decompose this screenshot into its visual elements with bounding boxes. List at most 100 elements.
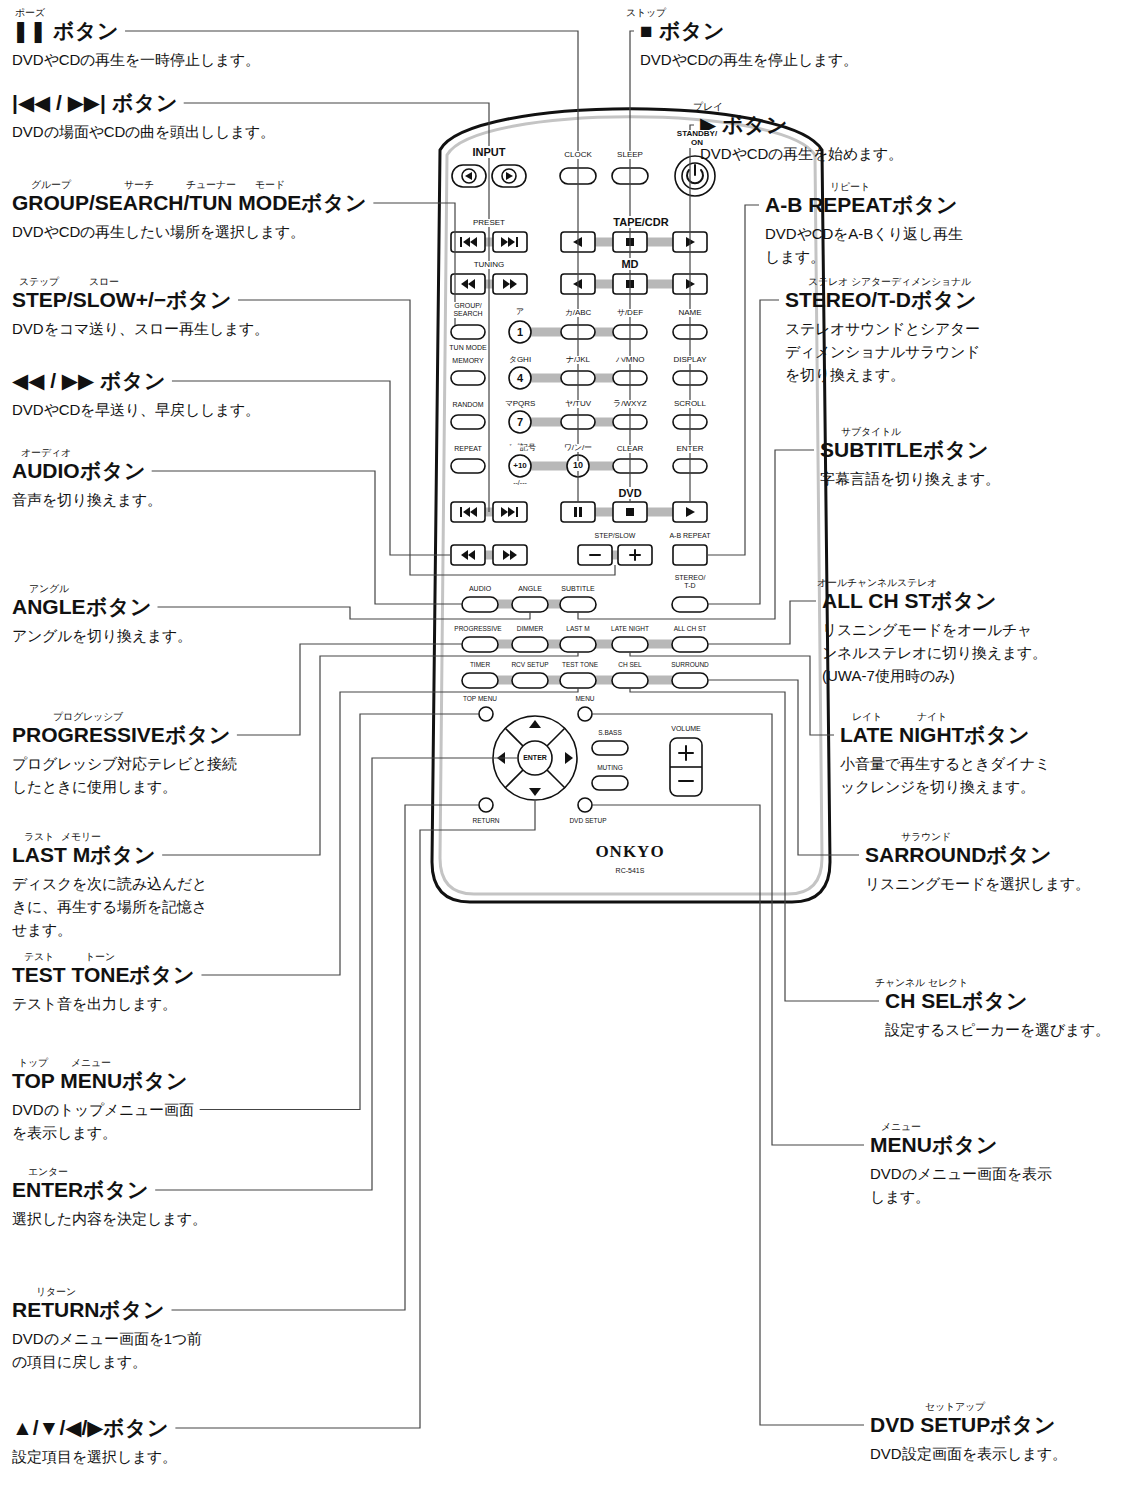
remote-button: [451, 371, 485, 385]
remote-button: [492, 165, 526, 187]
remote-button: [560, 673, 596, 688]
reading-ruby: メニュー: [71, 1057, 111, 1068]
key-label: 7: [516, 416, 524, 428]
text-line: STEREO/: [675, 574, 706, 582]
key-label: DIMMER: [516, 625, 544, 632]
reading-ruby: ナイト: [917, 711, 947, 722]
button-description: DVD設定画面を表示します。: [870, 1442, 1067, 1465]
button-icon: [460, 237, 477, 247]
button-description: DVDやCDの再生を停止します。: [640, 48, 858, 71]
leader-line: [708, 300, 779, 604]
text-line: DVDをコマ送り、スロー再生します。: [12, 317, 269, 340]
key-label: ONKYO: [594, 843, 665, 862]
button-name: ◀◀ / ▶▶ ボタン: [12, 368, 166, 394]
button-symbol: [694, 165, 696, 175]
key-label: TOP MENU: [462, 695, 498, 702]
key-label: STEP/SLOW: [594, 532, 637, 540]
button-icon: [501, 507, 518, 517]
remote-button: [451, 325, 485, 339]
button-name: TOP MENUボタン: [12, 1068, 188, 1094]
remote-button: [462, 169, 476, 183]
remote-button: [672, 673, 708, 688]
remote-button: [493, 274, 527, 294]
key-label: TEST TONE: [561, 661, 599, 668]
key-label: PRESET: [472, 219, 506, 228]
key-label: SUBTITLE: [560, 585, 595, 593]
text-line: DVDやCDの再生を停止します。: [640, 48, 858, 71]
button-name: TEST TONEボタン: [12, 962, 195, 988]
text-line: 設定項目を選択します。: [12, 1445, 177, 1468]
reading-ruby: スロー: [89, 276, 119, 287]
text-line: DVDのメニュー画面を1つ前: [12, 1327, 202, 1350]
leader-line: [200, 714, 479, 1110]
button-icon: [686, 507, 695, 517]
key-label: ALL CH ST: [673, 625, 708, 632]
reading-ruby: セットアップ: [925, 1401, 985, 1412]
button-description: DVDやCDを早送り、早戻しします。: [12, 398, 260, 421]
button-name: ANGLEボタン: [12, 594, 152, 620]
remote-button: [613, 502, 647, 522]
reading-ruby: プレイ: [693, 101, 723, 112]
reading-ruby: トーン: [85, 951, 115, 962]
leader-line: [175, 801, 535, 1428]
text-line: STANDBY/: [677, 130, 717, 139]
reading-ruby: リピート: [830, 181, 870, 192]
remote-button: [592, 741, 628, 755]
remote-button: [612, 673, 648, 688]
text-line: GROUP/: [453, 302, 482, 310]
key-label: カ/ABC: [564, 309, 593, 318]
button-name: AUDIOボタン: [12, 458, 146, 484]
reading-ruby: サーチ: [124, 179, 154, 190]
button-description: 字幕言語を切り換えます。: [820, 467, 1000, 490]
button-icon: [465, 172, 472, 180]
reading-ruby: ステレオ: [808, 276, 848, 287]
key-label: RCV SETUP: [510, 661, 549, 668]
reading-ruby: グループ: [31, 179, 71, 190]
button-description: DVDやCDの再生したい場所を選択します。: [12, 220, 305, 243]
button-name: SUBTITLEボタン: [820, 437, 989, 463]
text-line: DVDやCDをA-Bくり返し再生: [765, 222, 963, 245]
key-label: VOLUME: [670, 725, 702, 733]
button-name: CH SELボタン: [885, 988, 1028, 1014]
remote-button: [672, 597, 708, 612]
text-line: DVDやCDの再生したい場所を選択します。: [12, 220, 305, 243]
key-label: TUNING: [473, 261, 506, 270]
remote-button: [493, 502, 527, 522]
remote-button: [560, 637, 596, 652]
button-description: プログレッシブ対応テレビと接続 したときに使用します。: [12, 752, 237, 798]
button-name: ALL CH STボタン: [822, 588, 997, 614]
leader-line: [155, 758, 518, 1190]
button-symbol: [679, 752, 693, 754]
text-line: T-D: [675, 582, 706, 590]
remote-button: [493, 545, 527, 565]
button-name: GROUP/SEARCH/TUN MODEボタン: [12, 190, 367, 216]
key-label: ワ/ン/ー: [563, 444, 593, 453]
key-label: LAST M: [565, 625, 590, 632]
key-label: MUTING: [596, 764, 624, 771]
key-label: PROGRESSIVE: [453, 625, 502, 632]
key-label: ゛゜記号: [503, 444, 537, 453]
key-label: MD: [620, 258, 639, 270]
text-line: せます。: [12, 918, 207, 941]
remote-button: [451, 274, 485, 294]
key-label: DVD SETUP: [568, 817, 607, 824]
reading-ruby: オールチャンネルステレオ: [817, 577, 937, 588]
button-description: DVDのメニュー画面を表示 します。: [870, 1162, 1052, 1208]
reading-ruby: セレクト: [928, 977, 968, 988]
text-line: SEARCH: [453, 310, 482, 318]
remote-button: [451, 502, 485, 522]
button-description: 音声を切り換えます。: [12, 488, 162, 511]
reading-ruby: ステップ: [19, 276, 59, 287]
text-line: DVDの場面やCDの曲を頭出しします。: [12, 120, 275, 143]
key-label: MENU: [574, 695, 595, 702]
text-line: 設定するスピーカーを選びます。: [885, 1018, 1110, 1041]
button-icon: [529, 788, 541, 796]
reading-ruby: チューナー: [186, 179, 236, 190]
button-name: LAST Mボタン: [12, 842, 156, 868]
key-label: マPQRS: [504, 400, 537, 409]
remote-button: [578, 798, 592, 812]
button-symbol: [634, 550, 636, 560]
key-label: サ/DEF: [616, 309, 644, 318]
key-label: SLEEP: [616, 151, 644, 160]
button-symbol: [590, 165, 703, 781]
